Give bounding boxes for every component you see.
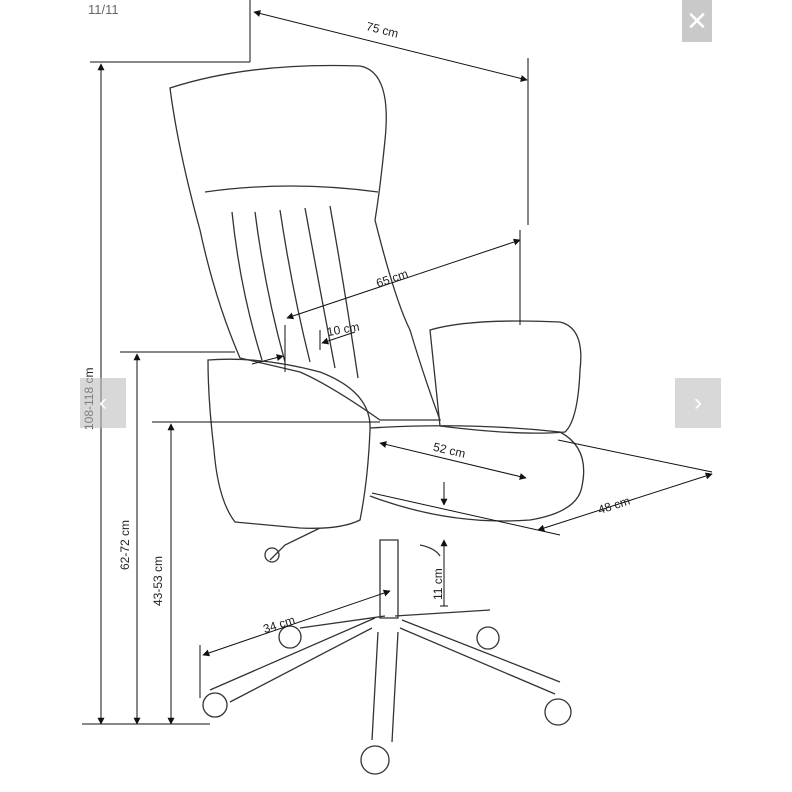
headrest-seam: [204, 185, 379, 193]
base: [209, 609, 561, 743]
label-seat-floor-height: 43-53 cm: [151, 556, 165, 606]
label-armrest-floor-height: 62-72 cm: [118, 520, 132, 570]
label-seat-depth: 48 cm: [596, 494, 631, 517]
seat: [369, 425, 585, 522]
label-base-radius: 34 cm: [261, 613, 296, 636]
label-total-width: 75 cm: [365, 19, 400, 40]
gas-lift: [379, 539, 399, 619]
backrest: [169, 64, 441, 421]
previous-image-button[interactable]: ‹: [80, 378, 126, 428]
label-armrest-height: 10 cm: [326, 320, 361, 339]
label-gas-lift: 11 cm: [431, 568, 445, 600]
image-counter: 11/11: [88, 2, 119, 17]
dimension-labels: 75 cm 65 cm 10 cm 52 cm 48 cm 108-118 cm…: [82, 19, 632, 636]
dimension-lines: [82, 0, 713, 725]
armrest-right: [429, 320, 582, 434]
chair-outline: [169, 64, 585, 775]
close-icon: ✕: [686, 5, 708, 36]
armrest-left: [207, 358, 371, 529]
label-backrest-height: 65 cm: [374, 266, 409, 290]
next-image-button[interactable]: ›: [675, 378, 721, 428]
label-seat-width: 52 cm: [432, 440, 467, 461]
close-button[interactable]: ✕: [682, 0, 712, 42]
chevron-right-icon: ›: [694, 389, 702, 416]
chevron-left-icon: ‹: [99, 389, 107, 416]
